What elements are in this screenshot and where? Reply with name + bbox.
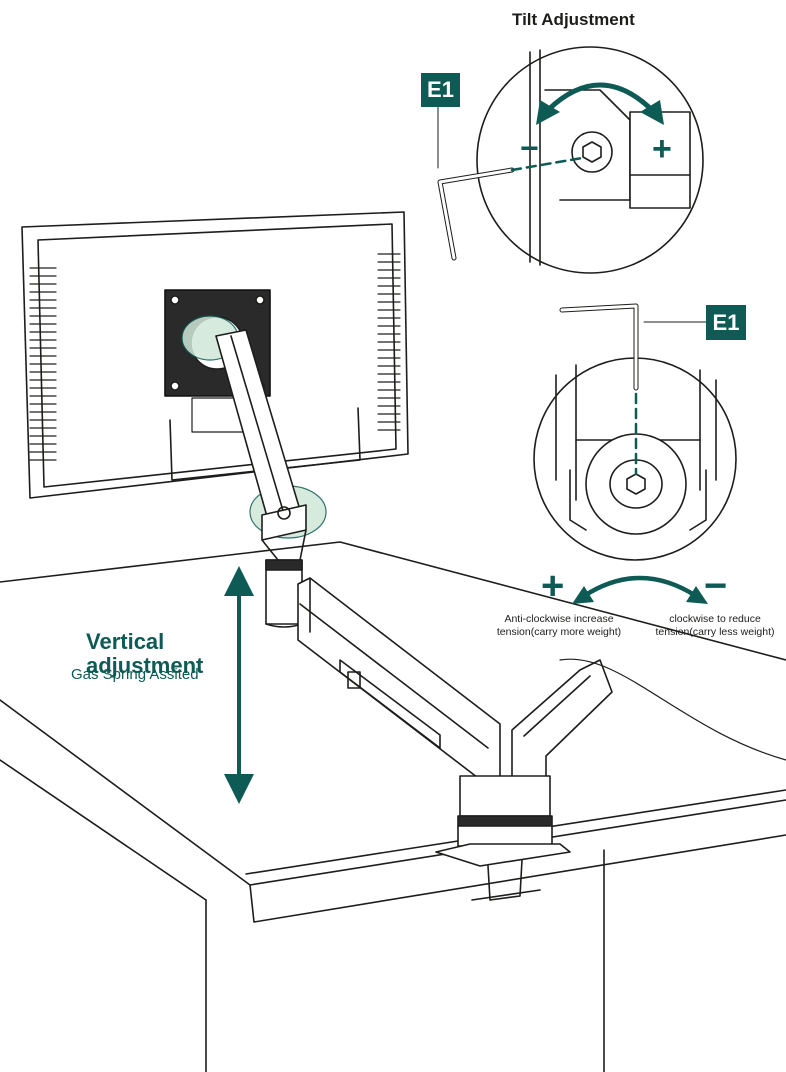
gas-spring-arm	[297, 577, 501, 785]
tool-label-e1-top: E1	[421, 73, 460, 107]
increase-tension-line1: Anti-clockwise increase	[504, 613, 614, 625]
hex-key-top	[437, 105, 584, 261]
tool-label-e1-middle: E1	[706, 305, 746, 340]
upper-arm	[215, 329, 307, 571]
vertical-title-line2: adjustment	[86, 653, 204, 678]
reduce-tension-line2: tension(carry less weight)	[655, 626, 775, 638]
hex-key-middle	[559, 303, 707, 476]
arm-pole	[265, 559, 303, 628]
desk	[0, 541, 786, 1072]
tension-arrow	[581, 575, 699, 599]
tension-minus-sign: −	[704, 564, 728, 608]
increase-tension-line2: tension(carry more weight)	[496, 626, 622, 638]
tension-plus-sign: +	[541, 564, 565, 608]
tilt-adjustment-title: Tilt Adjustment	[512, 10, 635, 29]
desk-clamp	[435, 775, 571, 901]
increase-tension-note: Anti-clockwise increase tension(carry mo…	[474, 613, 644, 639]
gas-spring-subtitle: Gas Spring Assited	[71, 666, 199, 683]
vertical-title-line1: Vertical	[86, 629, 165, 654]
reduce-tension-line1: clockwise to reduce	[669, 613, 761, 625]
vertical-adjustment-title: Vertical adjustment	[86, 630, 203, 678]
tilt-plus-sign: +	[652, 130, 672, 168]
tilt-minus-sign: −	[520, 130, 539, 166]
vertical-arrow	[224, 566, 254, 804]
tilt-arrow	[545, 82, 655, 113]
second-arm	[511, 658, 786, 785]
reduce-tension-note: clockwise to reduce tension(carry less w…	[644, 613, 786, 639]
